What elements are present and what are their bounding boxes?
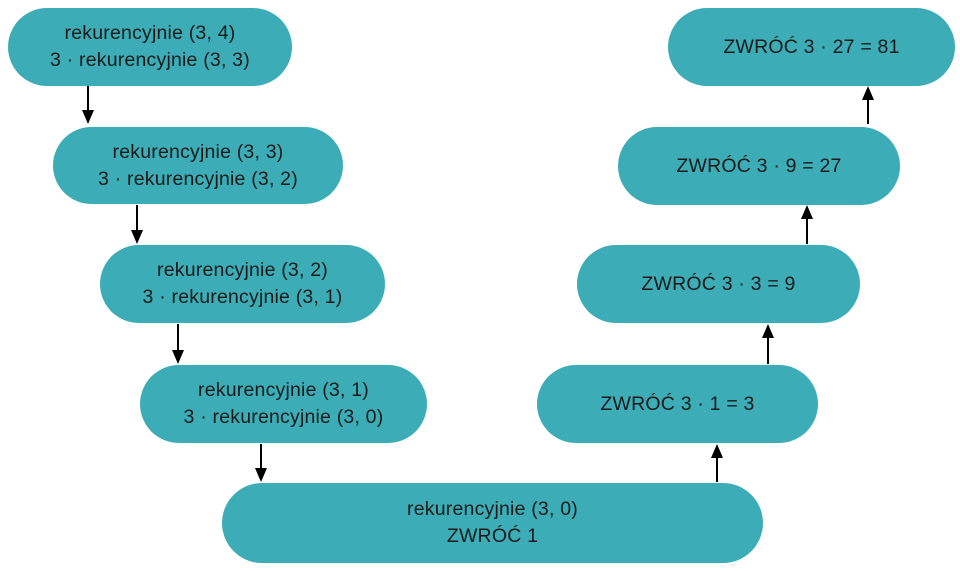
call-node-line1: rekurencyjnie (3, 3) bbox=[112, 140, 284, 163]
return-node-label: ZWRÓĆ 3 · 3 = 9 bbox=[641, 272, 796, 295]
arrow-up-icon bbox=[801, 205, 813, 244]
base-case-node: rekurencyjnie (3, 0) ZWRÓĆ 1 bbox=[222, 483, 763, 563]
return-node-label: ZWRÓĆ 3 · 9 = 27 bbox=[676, 154, 842, 177]
call-node-line2: 3 · rekurencyjnie (3, 2) bbox=[98, 167, 298, 190]
arrow-head bbox=[862, 86, 874, 100]
call-node-3-3: rekurencyjnie (3, 3) 3 · rekurencyjnie (… bbox=[53, 127, 343, 204]
arrow-down-icon bbox=[131, 205, 143, 244]
arrow-down-icon bbox=[255, 444, 267, 482]
arrow-shaft bbox=[86, 86, 90, 110]
arrow-down-icon bbox=[172, 324, 184, 364]
arrow-down-icon bbox=[82, 86, 94, 124]
arrow-head bbox=[711, 444, 723, 458]
call-node-3-2: rekurencyjnie (3, 2) 3 · rekurencyjnie (… bbox=[100, 245, 385, 323]
arrow-head bbox=[131, 230, 143, 244]
arrow-head bbox=[82, 110, 94, 124]
return-node-3: ZWRÓĆ 3 · 1 = 3 bbox=[537, 365, 818, 443]
call-node-3-1: rekurencyjnie (3, 1) 3 · rekurencyjnie (… bbox=[140, 365, 427, 443]
arrow-shaft bbox=[866, 100, 870, 124]
arrow-head bbox=[762, 324, 774, 338]
call-node-3-4: rekurencyjnie (3, 4) 3 · rekurencyjnie (… bbox=[8, 8, 292, 86]
arrow-shaft bbox=[135, 205, 139, 230]
return-node-label: ZWRÓĆ 3 · 1 = 3 bbox=[600, 392, 755, 415]
call-node-line1: rekurencyjnie (3, 1) bbox=[198, 379, 369, 401]
arrow-head bbox=[172, 350, 184, 364]
base-case-line2: ZWRÓĆ 1 bbox=[446, 525, 539, 547]
return-node-27: ZWRÓĆ 3 · 9 = 27 bbox=[618, 127, 900, 205]
arrow-shaft bbox=[766, 338, 770, 364]
arrow-shaft bbox=[176, 324, 180, 350]
call-node-line1: rekurencyjnie (3, 4) bbox=[64, 22, 236, 44]
return-node-9: ZWRÓĆ 3 · 3 = 9 bbox=[577, 245, 860, 323]
arrow-shaft bbox=[805, 219, 809, 244]
return-node-81: ZWRÓĆ 3 · 27 = 81 bbox=[668, 8, 955, 86]
return-node-label: ZWRÓĆ 3 · 27 = 81 bbox=[723, 35, 900, 58]
call-node-line2: 3 · rekurencyjnie (3, 3) bbox=[50, 49, 250, 71]
base-case-line1: rekurencyjnie (3, 0) bbox=[407, 498, 578, 520]
arrow-shaft bbox=[715, 458, 719, 482]
arrow-up-icon bbox=[762, 324, 774, 364]
arrow-shaft bbox=[259, 444, 263, 468]
call-node-line2: 3 · rekurencyjnie (3, 1) bbox=[142, 286, 343, 308]
call-node-line2: 3 · rekurencyjnie (3, 0) bbox=[183, 406, 384, 428]
arrow-head bbox=[255, 468, 267, 482]
arrow-up-icon bbox=[711, 444, 723, 482]
arrow-head bbox=[801, 205, 813, 219]
arrow-up-icon bbox=[862, 86, 874, 124]
call-node-line1: rekurencyjnie (3, 2) bbox=[157, 259, 328, 281]
